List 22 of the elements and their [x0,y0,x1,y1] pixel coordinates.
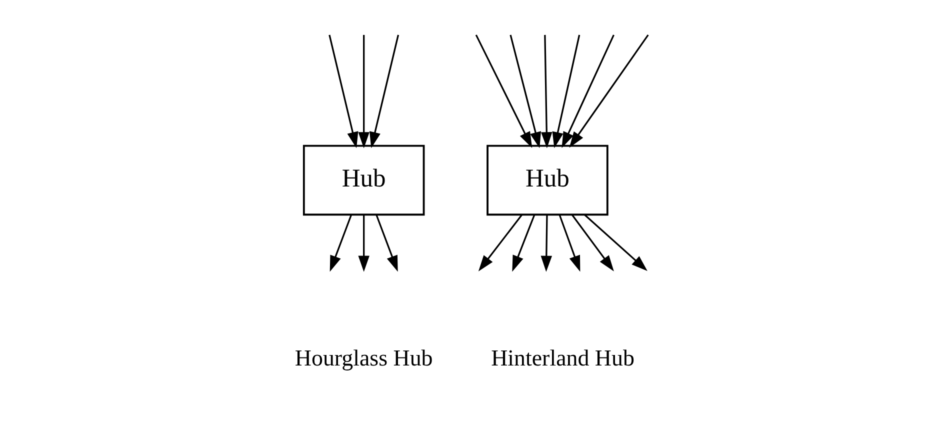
arrow [584,214,648,272]
arrow [510,34,542,148]
arrow [558,214,580,272]
arrow [475,34,532,148]
node-box: Hub [302,144,425,216]
label: Hinterland Hub [491,345,634,370]
arrow [552,34,580,148]
arrow [478,214,523,272]
arrow [358,214,370,272]
node-box: Hub [486,144,608,216]
arrow [369,34,400,148]
label: Hourglass Hub [294,345,433,370]
arrow [328,34,358,148]
arrow [541,34,552,148]
arrow [512,214,536,272]
arrow [358,34,370,148]
arrow [330,214,352,272]
arrow [376,214,398,272]
arrow [562,34,614,148]
arrow [569,34,649,148]
arrow [540,214,552,272]
arrow [571,214,614,272]
